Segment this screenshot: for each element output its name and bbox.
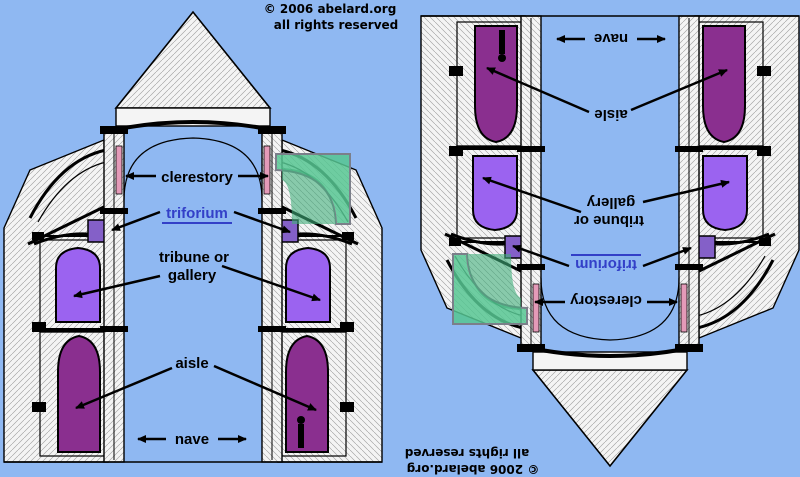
copyright-text-inverted: © 2006 abelard.org [407,462,540,476]
label-nave-inverted: nave [594,30,628,47]
rights-text-inverted: all rights reserved [405,446,530,460]
label-tribune-or: tribune or [159,249,229,266]
label-tribune-or-inverted: tribune or [574,212,644,229]
arrow-aisle-right [486,66,590,114]
labels-upright: clerestory triforium tribune or gallery … [73,2,399,448]
label-gallery: gallery [168,267,217,284]
arrow-triforium-right [233,210,291,234]
cathedral-section-upright [4,12,382,462]
arrow-tribune-left [73,274,161,299]
arrow-aisle-left [75,366,173,410]
labels-inverted: clerestory triforium tribune or gallery … [405,30,730,476]
label-triforium: triforium [166,205,228,222]
label-clerestory-inverted: clerestory [569,292,641,309]
arrow-triforium-left [642,246,692,268]
arrow-triforium-right [512,244,570,268]
arrow-triforium-left [111,210,161,232]
arrow-aisle-right [213,364,317,412]
cathedral-section-inverted [421,16,799,466]
arrow-tribune-right [221,264,321,302]
arrow-tribune-right [482,176,582,214]
label-aisle: aisle [175,355,208,372]
label-clerestory: clerestory [161,169,233,186]
label-aisle-inverted: aisle [594,106,627,123]
rights-text: all rights reserved [274,18,399,32]
copyright-text: © 2006 abelard.org [264,2,397,16]
label-triforium-inverted: triforium [575,256,637,273]
arrow-aisle-left [630,68,728,112]
label-gallery-inverted: gallery [586,194,635,211]
label-nave: nave [175,431,209,448]
arrow-tribune-left [642,179,730,204]
